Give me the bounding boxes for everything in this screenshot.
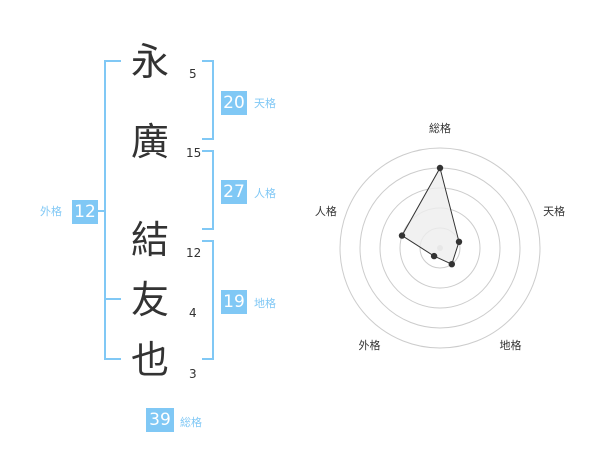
radar-point-3 bbox=[448, 261, 455, 268]
chikaku-badge: 19 bbox=[221, 290, 247, 314]
radar-axis-label-5: 人格 bbox=[315, 204, 337, 218]
radar-area bbox=[401, 166, 460, 265]
radar-axis-label-3: 地格 bbox=[500, 338, 522, 352]
radar-ring-5 bbox=[339, 147, 541, 349]
name-char-2: 廣 bbox=[130, 120, 169, 164]
radar-axis-label-4: 外格 bbox=[359, 338, 381, 352]
name-char-1: 永 bbox=[130, 40, 169, 84]
name-char-3: 結 bbox=[130, 218, 169, 262]
jinkaku-label: 人格 bbox=[254, 187, 276, 200]
soukaku-badge: 39 bbox=[146, 408, 174, 432]
stroke-count-1: 5 bbox=[189, 67, 197, 81]
gaikaku-badge: 12 bbox=[72, 200, 98, 224]
radar-axis-label-2: 天格 bbox=[543, 204, 565, 218]
tenkaku-label: 天格 bbox=[254, 97, 276, 110]
soukaku-label: 総格 bbox=[180, 416, 202, 429]
tenkaku-badge: 20 bbox=[221, 91, 247, 115]
name-char-4: 友 bbox=[130, 278, 169, 322]
stroke-count-4: 4 bbox=[189, 306, 197, 320]
stroke-count-3: 12 bbox=[186, 246, 202, 260]
radar-point-2 bbox=[455, 238, 463, 245]
stroke-count-2: 15 bbox=[186, 146, 202, 160]
gaikaku-label: 外格 bbox=[40, 205, 62, 218]
radar-point-4 bbox=[430, 252, 438, 260]
stroke-count-5: 3 bbox=[189, 367, 197, 381]
radar-point-1 bbox=[436, 164, 444, 172]
radar-point-5 bbox=[398, 232, 406, 239]
chikaku-label: 地格 bbox=[254, 297, 276, 310]
jinkaku-badge: 27 bbox=[221, 180, 247, 204]
radar-axis-label-1: 総格 bbox=[429, 121, 451, 135]
name-char-5: 也 bbox=[130, 338, 169, 382]
